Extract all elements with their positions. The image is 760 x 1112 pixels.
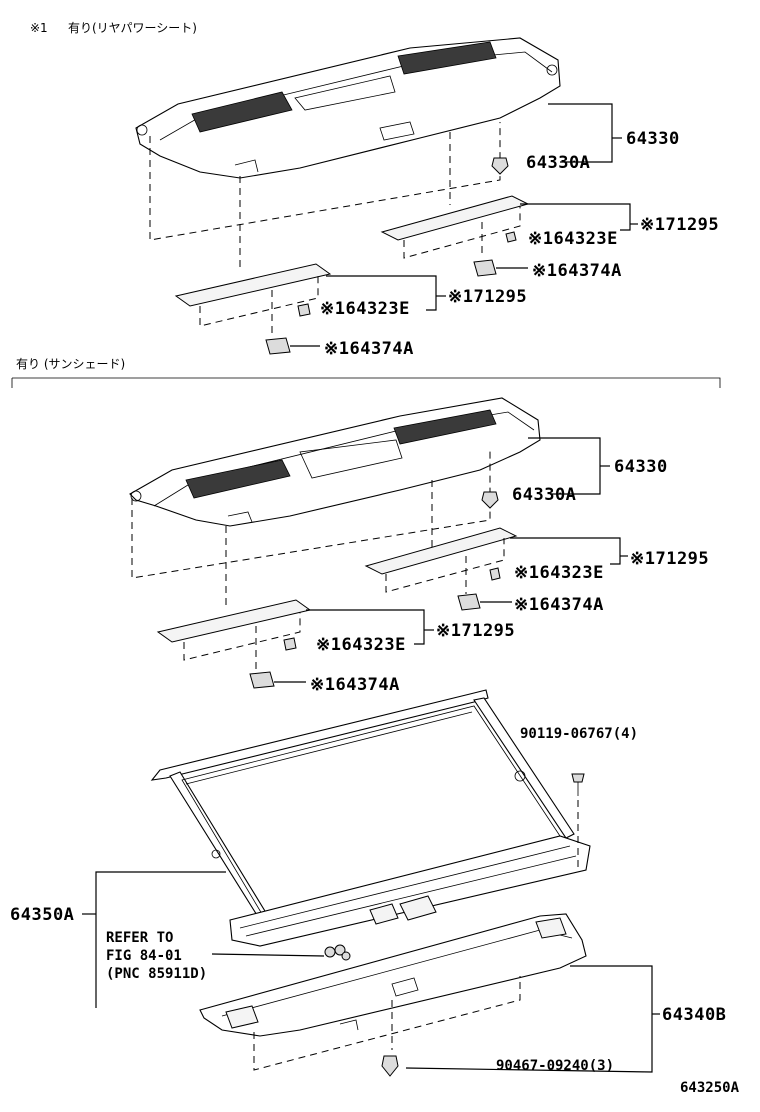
package-tray-trim-2 <box>129 397 541 527</box>
section2-header: 有り (サンシェード) <box>16 357 125 371</box>
clip-64330a-1 <box>491 157 509 175</box>
label-64374a-left-s1: ※164374A <box>324 339 414 359</box>
sunshade-assembly <box>150 689 591 947</box>
label-64330a-s2: 64330A <box>512 485 576 505</box>
label-64323e-right-s1: ※164323E <box>528 229 618 249</box>
lower-panel-64340b <box>199 913 587 1037</box>
label-71295-right-s1: ※171295 <box>640 215 719 235</box>
label-71295-right-s2: ※171295 <box>630 549 709 569</box>
cover-right-2 <box>364 527 518 594</box>
label-64330-s1: 64330 <box>626 129 680 149</box>
label-64323e-left-s2: ※164323E <box>316 635 406 655</box>
bolt-90119 <box>571 773 585 872</box>
refer-part <box>324 944 351 961</box>
label-64374a-right-s2: ※164374A <box>514 595 604 615</box>
label-64374a-right-s1: ※164374A <box>532 261 622 281</box>
cover-right-1 <box>380 195 530 259</box>
refer-line2: FIG 84-01 <box>106 948 182 964</box>
note-mark: ※1 <box>30 21 48 35</box>
label-64323e-left-s1: ※164323E <box>320 299 410 319</box>
package-tray-trim-1 <box>135 37 561 179</box>
refer-line1: REFER TO <box>106 930 173 946</box>
label-90467: 90467-09240(3) <box>496 1058 614 1074</box>
refer-line3: (PNC 85911D) <box>106 966 207 982</box>
label-64350a: 64350A <box>10 905 74 925</box>
cover-left-1 <box>174 263 332 338</box>
note-text: 有り(リヤパワーシート) <box>68 21 197 35</box>
label-64323e-right-s2: ※164323E <box>514 563 604 583</box>
label-90119: 90119-06767(4) <box>520 726 638 742</box>
label-64330a-s1: 64330A <box>526 153 590 173</box>
cover-left-2 <box>156 599 312 672</box>
label-64330-s2: 64330 <box>614 457 668 477</box>
figure-code: 643250A <box>680 1080 740 1096</box>
label-71295-left-s1: ※171295 <box>448 287 527 307</box>
label-71295-left-s2: ※171295 <box>436 621 515 641</box>
label-64374a-left-s2: ※164374A <box>310 675 400 695</box>
label-64340b: 64340B <box>662 1005 726 1025</box>
clip-90467 <box>381 1055 399 1077</box>
